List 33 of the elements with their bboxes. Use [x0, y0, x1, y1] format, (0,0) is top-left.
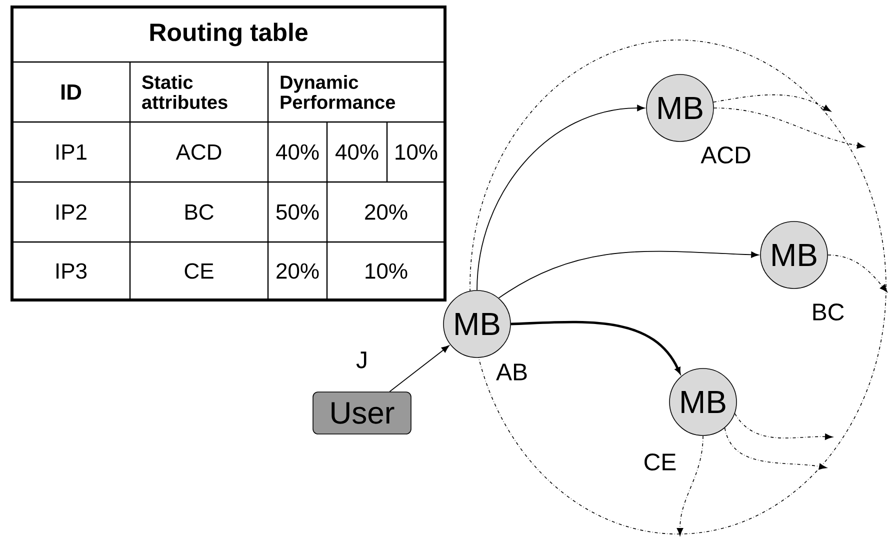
arrow: [734, 413, 833, 440]
table-cell: 20%: [365, 204, 408, 220]
table-cell: 50%: [276, 204, 319, 220]
arrow: [389, 345, 450, 392]
header-cell: ID: [61, 84, 82, 100]
node-caption: ACD: [700, 146, 750, 164]
table-cell: CE: [184, 263, 214, 279]
arrow: [713, 94, 832, 112]
arrow: [676, 436, 704, 536]
table-cell: ACD: [176, 144, 222, 160]
table-cell: IP2: [56, 204, 86, 220]
header-cell: Static attributes: [142, 75, 228, 109]
table-cell: 10%: [396, 144, 438, 160]
node-caption: AB: [496, 364, 527, 380]
table-cell: 20%: [276, 263, 319, 279]
header-cell: Dynamic Performance: [280, 75, 396, 109]
table-cell: 10%: [366, 263, 408, 279]
table-cell: IP3: [56, 263, 87, 279]
arrow: [476, 104, 645, 291]
node-caption: BC: [813, 304, 844, 320]
edge-label: J: [356, 352, 366, 368]
table-cell: 40%: [336, 144, 378, 160]
arrow: [714, 108, 865, 149]
table-cell: IP1: [56, 144, 86, 160]
arrow: [498, 250, 759, 298]
table-title: Routing table: [150, 22, 308, 46]
arrow: [828, 254, 888, 292]
table-cell: 40%: [276, 144, 319, 160]
arrow: [510, 320, 681, 374]
node-caption: CE: [644, 454, 676, 470]
arrow: [724, 428, 827, 470]
user-box: User: [312, 392, 412, 434]
table-cell: BC: [186, 204, 214, 220]
